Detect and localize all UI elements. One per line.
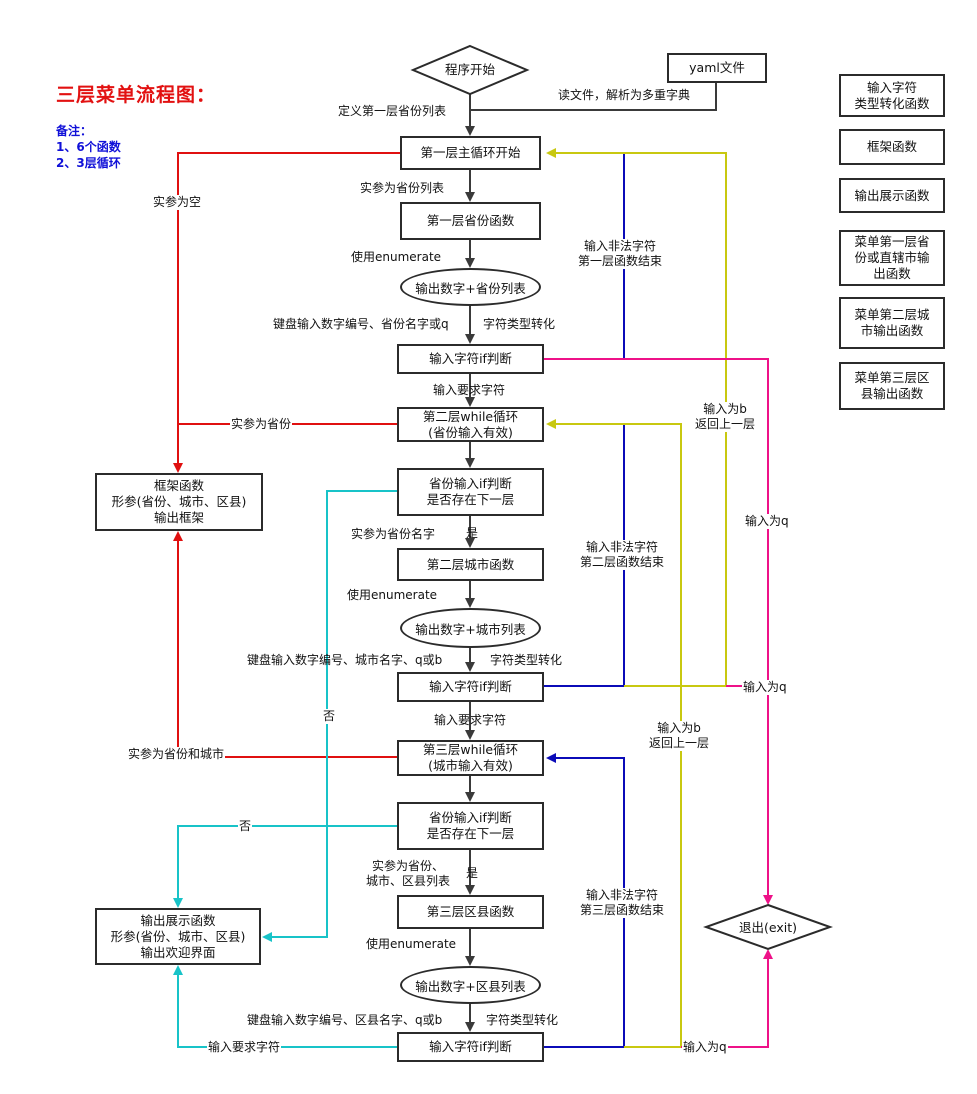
label-require-char-2: 输入要求字符 [434,713,507,727]
label-use-enumerate-1: 使用enumerate [351,250,442,264]
province-if-1-box: 省份输入if判断 是否存在下一层 [397,468,544,516]
label-type-convert-2: 字符类型转化 [490,653,563,667]
legend-display: 输出展示函数 [839,178,945,213]
level3-district-func-box: 第三层区县函数 [397,895,544,929]
level1-main-loop-box: 第一层主循环开始 [400,136,541,170]
label-pass-province: 实参为省份 [230,417,293,432]
level2-while-box: 第二层while循环 (省份输入有效) [397,407,544,442]
label-define-list: 定义第一层省份列表 [338,104,447,118]
yaml-file-box: yaml文件 [667,53,767,83]
start-label: 程序开始 [445,62,496,77]
notes-block: 备注： 1、6个函数 2、3层循环 [56,123,121,171]
output-district-list-oval: 输出数字+区县列表 [400,966,541,1004]
level2-city-func-box: 第二层城市函数 [397,548,544,581]
label-pass-province-list: 实参为省份列表 [360,181,445,195]
edge-magenta-1 [544,358,773,905]
legend-type-convert: 输入字符 类型转化函数 [839,74,945,117]
start-diamond [410,44,530,96]
edge-yaml-to-spine [470,82,717,111]
label-require-char-1: 输入要求字符 [433,383,506,397]
label-no-1: 否 [322,709,337,724]
label-use-enumerate-3: 使用enumerate [366,937,457,951]
label-input-b-2: 输入为b 返回上一层 [648,721,711,751]
label-pass-province-city: 实参为省份和城市 [127,747,226,762]
label-read-file: 读文件，解析为多重字典 [558,88,691,102]
output-province-list-oval: 输出数字+省份列表 [400,268,541,306]
label-pass-province-city-district: 实参为省份、 城市、区县列表 [366,859,451,888]
if-judge-2-box: 输入字符if判断 [397,672,544,702]
label-yes-2: 是 [466,866,479,880]
output-city-list-oval: 输出数字+城市列表 [400,608,541,648]
edge-cyan-require [173,965,397,1048]
frame-func-box: 框架函数 形参(省份、城市、区县) 输出框架 [95,473,263,531]
note-2: 2、3层循环 [56,156,121,170]
edge-magenta-3 [681,949,773,1048]
label-keyboard-1: 键盘输入数字编号、省份名字或q [273,317,449,331]
legend-level3: 菜单第三层区 县输出函数 [839,362,945,410]
label-use-enumerate-2: 使用enumerate [347,588,438,602]
label-type-convert-3: 字符类型转化 [486,1013,559,1027]
label-illegal-1: 输入非法字符 第一层函数结束 [577,239,664,269]
label-input-q-1: 输入为q [744,514,790,529]
legend-frame: 框架函数 [839,129,945,165]
label-yes-1: 是 [466,526,479,540]
exit-diamond [703,903,833,951]
label-input-q-2: 输入为q [742,680,788,695]
label-illegal-2: 输入非法字符 第二层函数结束 [579,540,666,570]
edge-cyan-no-2 [173,825,397,908]
label-pass-empty: 实参为空 [152,195,203,210]
display-func-box: 输出展示函数 形参(省份、城市、区县) 输出欢迎界面 [95,908,261,965]
notes-heading: 备注： [56,124,93,138]
label-input-q-3: 输入为q [682,1040,728,1055]
exit-label: 退出(exit) [739,920,797,935]
label-keyboard-3: 键盘输入数字编号、区县名字、q或b [247,1013,443,1027]
edge-red-empty [173,152,400,473]
legend-level1: 菜单第一层省 份或直辖市输 出函数 [839,230,945,286]
label-no-2: 否 [238,819,253,834]
label-type-convert-1: 字符类型转化 [483,317,556,331]
legend-level2: 菜单第二层城 市输出函数 [839,297,945,349]
province-if-2-box: 省份输入if判断 是否存在下一层 [397,802,544,850]
label-require-char-3: 输入要求字符 [207,1040,282,1055]
label-keyboard-2: 键盘输入数字编号、城市名字、q或b [247,653,443,667]
note-1: 1、6个函数 [56,140,121,154]
diagram-title: 三层菜单流程图： [56,84,217,106]
level1-province-func-box: 第一层省份函数 [400,202,541,240]
edge-red-province-city [173,531,397,758]
label-pass-province-name: 实参为省份名字 [351,527,436,541]
label-illegal-3: 输入非法字符 第三层函数结束 [579,888,666,918]
if-judge-1-box: 输入字符if判断 [397,344,544,374]
label-input-b-1: 输入为b 返回上一层 [694,402,757,432]
level3-while-box: 第三层while循环 (城市输入有效) [397,740,544,776]
if-judge-3-box: 输入字符if判断 [397,1032,544,1062]
